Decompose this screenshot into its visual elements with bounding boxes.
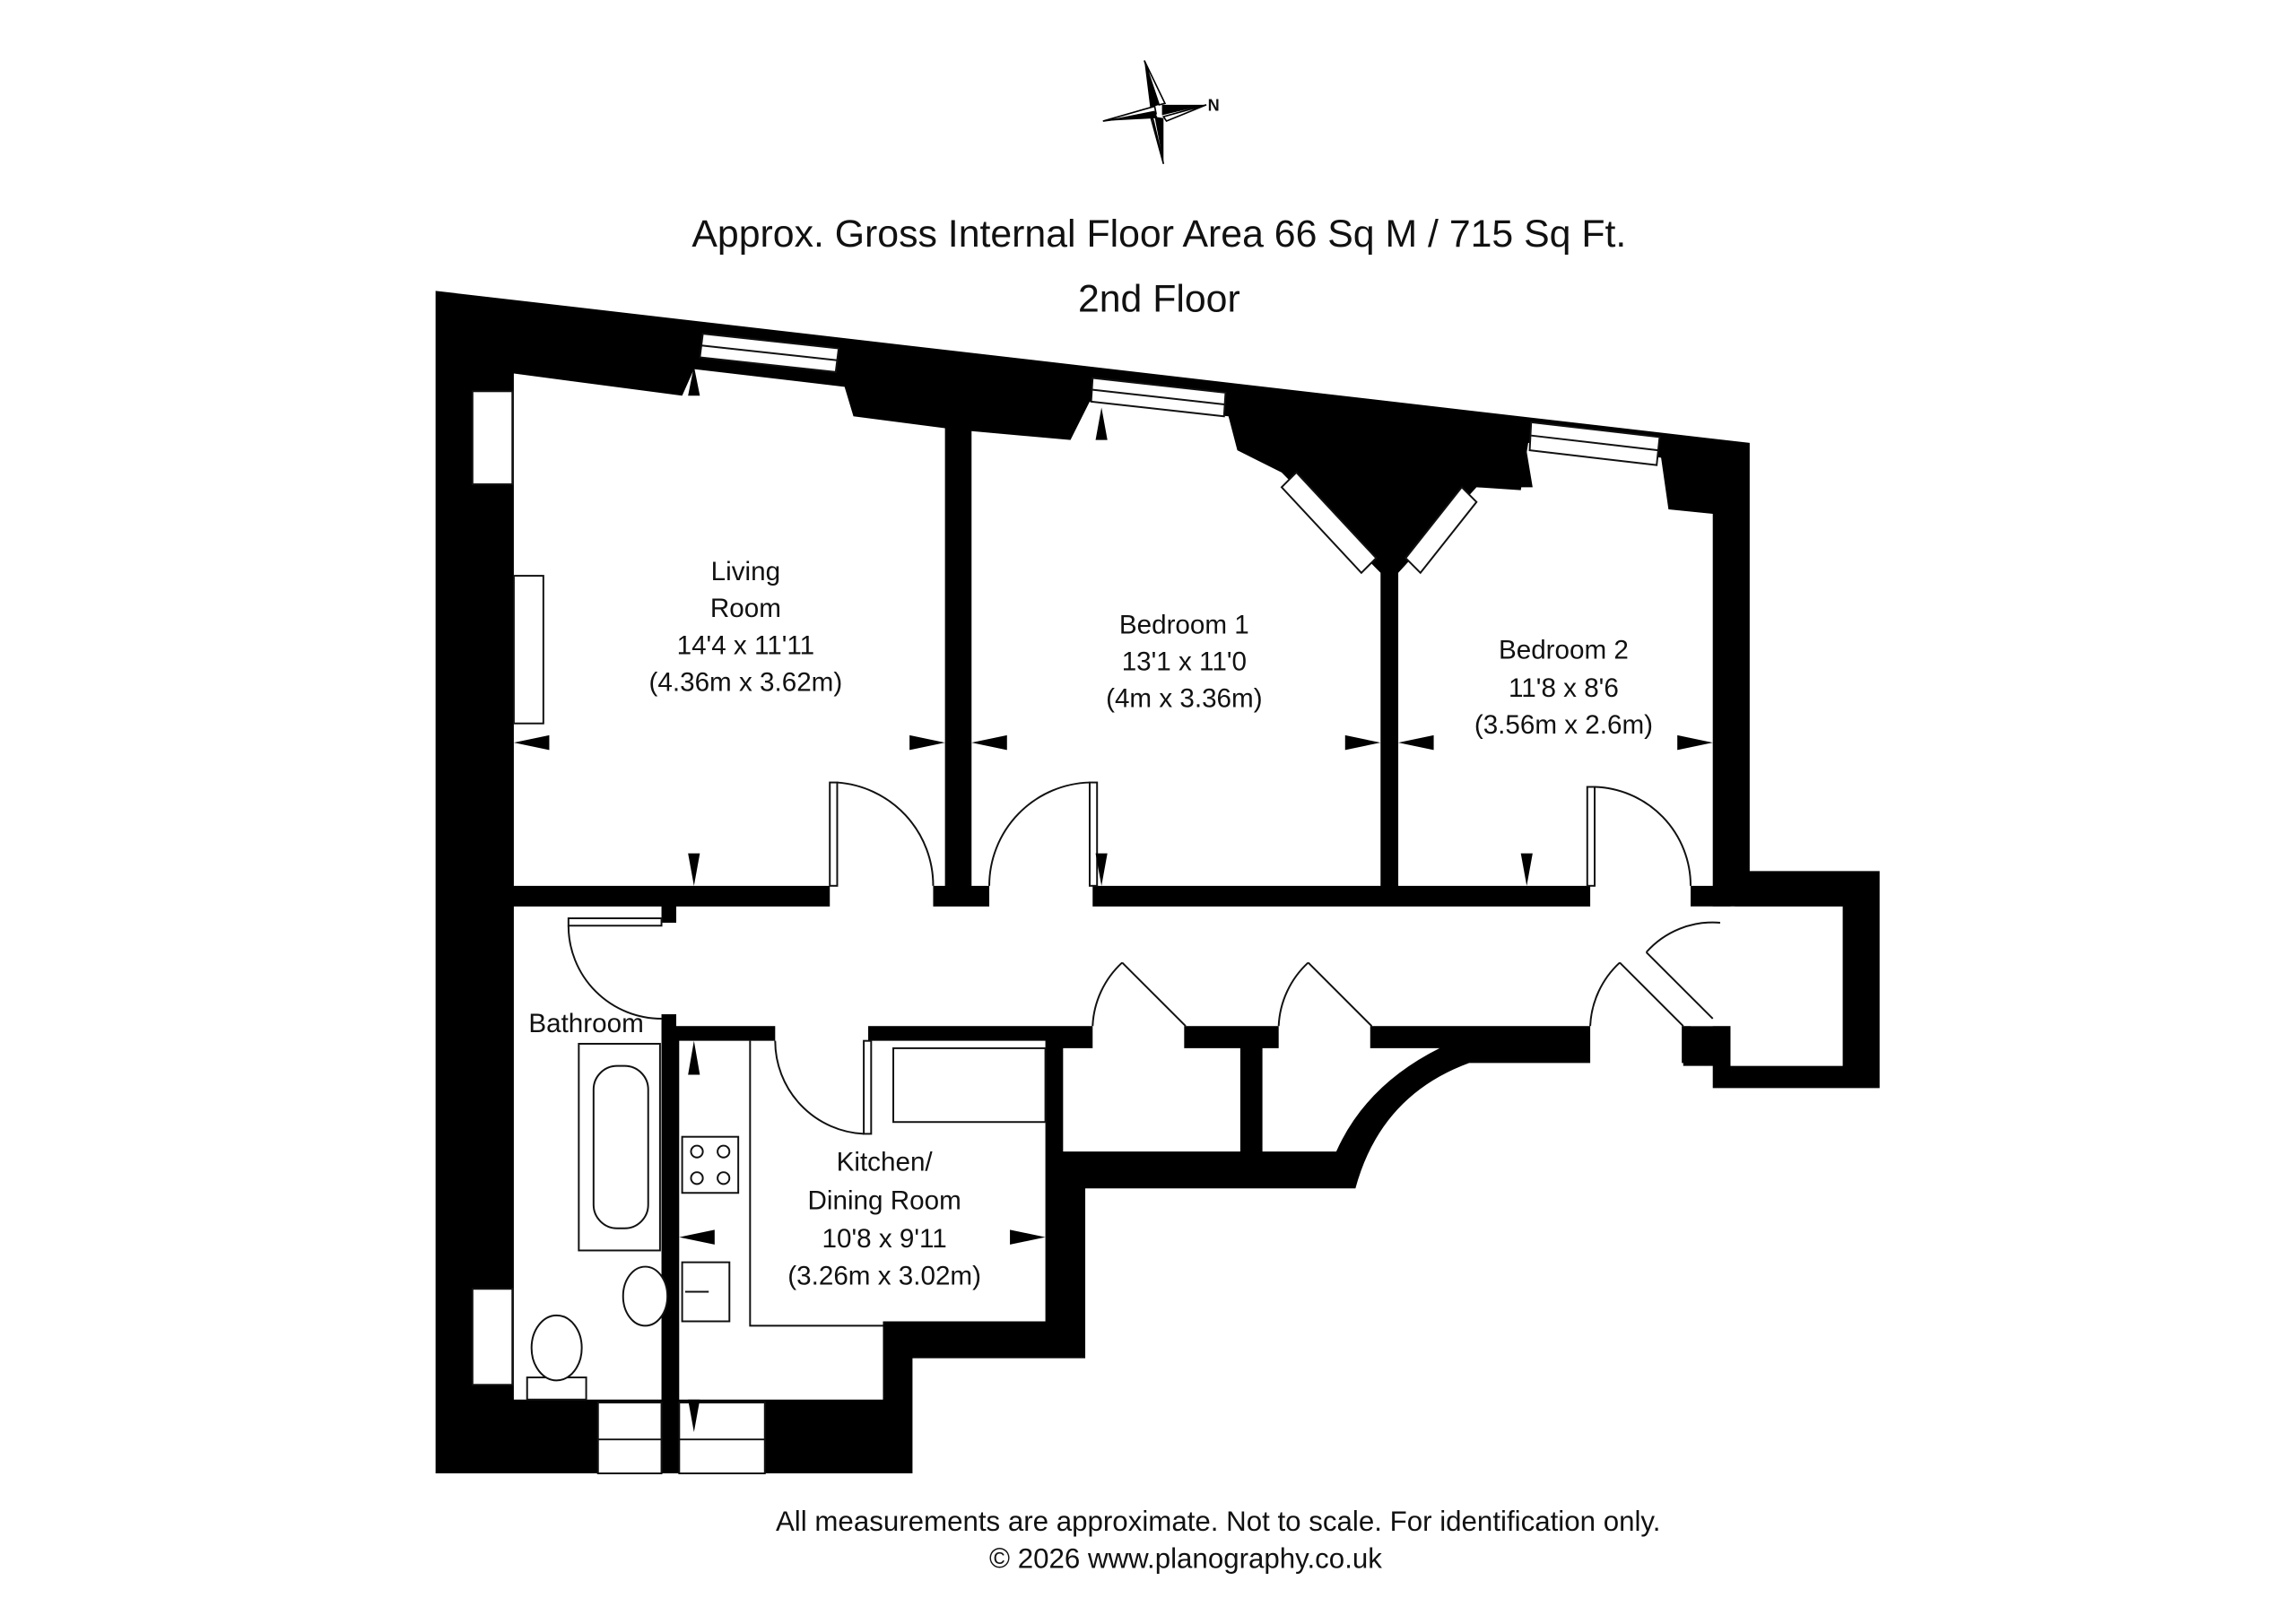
hall-annex bbox=[1730, 906, 1843, 1066]
compass-icon: N bbox=[1102, 60, 1220, 164]
room-name: Bedroom 2 bbox=[1499, 635, 1629, 664]
bedroom-2-label: Bedroom 2 11'8 x 8'6 (3.56m x 2.6m) bbox=[1474, 635, 1653, 740]
measurement-arrows bbox=[513, 366, 1713, 1432]
kitchen-label: Kitchen/ Dining Room 10'8 x 9'11 (3.26m … bbox=[787, 1148, 981, 1291]
door bbox=[1091, 961, 1187, 1027]
fireplace bbox=[512, 575, 544, 725]
living-room bbox=[513, 369, 945, 886]
door bbox=[829, 781, 935, 887]
door bbox=[988, 781, 1099, 887]
bath-icon bbox=[578, 1042, 661, 1252]
room-dimensions-imperial: 14'4 x 11'11 bbox=[677, 630, 815, 660]
floor-title: 2nd Floor bbox=[1078, 277, 1240, 320]
bedroom-2 bbox=[1398, 442, 1713, 886]
door bbox=[1645, 921, 1721, 1020]
window bbox=[1528, 421, 1661, 466]
hall-annex-link bbox=[1691, 906, 1735, 1027]
room-name: Dining Room bbox=[808, 1185, 961, 1215]
room-dimensions-imperial: 10'8 x 9'11 bbox=[822, 1224, 947, 1254]
kitchen-sink-icon bbox=[681, 1261, 731, 1323]
window bbox=[1090, 377, 1227, 418]
toilet-icon bbox=[526, 1314, 587, 1401]
room-dimensions-imperial: 11'8 x 8'6 bbox=[1509, 673, 1619, 703]
door bbox=[1589, 961, 1684, 1027]
hallway bbox=[676, 906, 1713, 1027]
bay-shutter bbox=[1280, 471, 1378, 575]
worktop bbox=[892, 1046, 1047, 1124]
door bbox=[1586, 786, 1692, 887]
cupboard-1 bbox=[1063, 1047, 1240, 1152]
room-name: Kitchen/ bbox=[837, 1148, 934, 1177]
bathroom-label: Bathroom bbox=[528, 1009, 643, 1038]
copyright: © 2026 www.planography.co.uk bbox=[989, 1542, 1382, 1574]
bedroom-1 bbox=[971, 401, 1381, 886]
door bbox=[774, 1039, 873, 1135]
compass-north-label: N bbox=[1208, 97, 1220, 115]
hob-icon bbox=[681, 1135, 740, 1194]
door bbox=[567, 917, 663, 1020]
window bbox=[596, 1402, 663, 1475]
door bbox=[1277, 961, 1373, 1027]
room-dimensions-metric: (4.36m x 3.62m) bbox=[649, 668, 843, 698]
room-name: Living bbox=[711, 557, 780, 586]
room-dimensions-metric: (4m x 3.36m) bbox=[1106, 684, 1263, 714]
room-dimensions-imperial: 13'1 x 11'0 bbox=[1122, 647, 1247, 676]
cupboard-2 bbox=[1262, 1047, 1440, 1152]
window bbox=[699, 333, 840, 373]
room-dimensions-metric: (3.26m x 3.02m) bbox=[787, 1261, 981, 1290]
radiator bbox=[471, 390, 514, 486]
room-name: Room bbox=[710, 594, 781, 623]
sink-icon bbox=[622, 1265, 669, 1327]
room-name: Bedroom 1 bbox=[1119, 610, 1249, 639]
area-title: Approx. Gross Internal Floor Area 66 Sq … bbox=[691, 213, 1626, 256]
room-dimensions-metric: (3.56m x 2.6m) bbox=[1474, 710, 1653, 740]
living-room-label: Living Room 14'4 x 11'11 (4.36m x 3.62m) bbox=[649, 557, 843, 697]
worktop bbox=[749, 1040, 883, 1327]
bedroom-1-label: Bedroom 1 13'1 x 11'0 (4m x 3.36m) bbox=[1106, 610, 1263, 713]
bay-shutter bbox=[1404, 485, 1478, 575]
disclaimer: All measurements are approximate. Not to… bbox=[776, 1506, 1660, 1537]
kitchen-dining-room bbox=[679, 1040, 1046, 1400]
radiator bbox=[471, 1288, 514, 1386]
